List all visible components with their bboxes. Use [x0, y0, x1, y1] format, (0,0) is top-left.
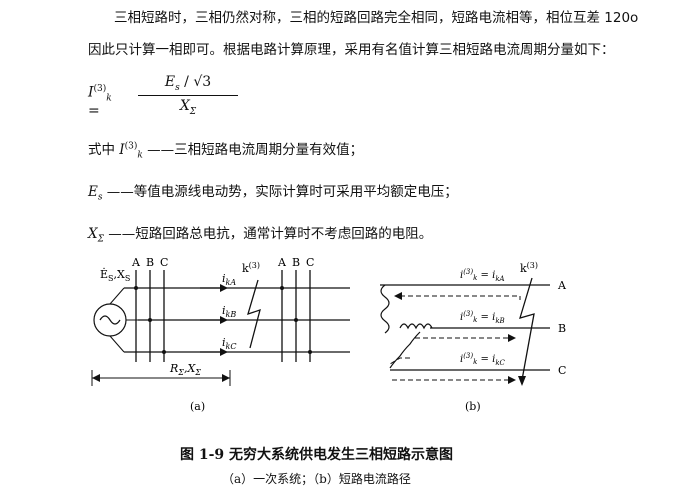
figure-caption-subtitle: （a）一次系统；（b）短路电流路径 [222, 472, 411, 486]
b-phase-b: B [558, 322, 566, 335]
paragraph-line-1: 三相短路时，三相仍然对称，三相的短路回路完全相同，短路电流相等，相位互差 120… [114, 10, 639, 26]
b-fault-label: k(3) [520, 261, 538, 275]
ac-wave-icon [99, 315, 121, 325]
subfigure-b-label: (b) [465, 400, 481, 413]
current-label-a: ikA [222, 272, 236, 287]
paragraph-line-2: 因此只计算一相即可。根据电路计算原理，采用有名值计算三相短路电流周期分量如下： [88, 42, 615, 58]
b-phase-a: A [557, 279, 567, 292]
right-phase-c: C [306, 256, 314, 269]
winding-b-icon [399, 323, 433, 330]
fault-label: k(3) [242, 261, 260, 275]
definition-3: XΣ ——短路回路总电抗，通常计算时不考虑回路的电阻。 [88, 226, 433, 245]
left-phase-c: C [160, 256, 168, 269]
current-label-b: ikB [222, 304, 236, 319]
b-fault-lightning-icon [519, 277, 535, 381]
left-phase-a: A [131, 256, 141, 269]
b-current-b: i(3)k = ikB [460, 310, 505, 325]
right-phase-a: A [277, 256, 287, 269]
impedance-label: RΣ,XΣ [169, 362, 201, 377]
current-label-c: ikC [222, 336, 237, 351]
formula-lhs: I(3)k = [88, 84, 112, 120]
left-phase-b: B [146, 256, 154, 269]
b-phase-c: C [558, 364, 566, 377]
source-emf-label: ĖS,XS [100, 267, 130, 283]
b-current-c: i(3)k = ikC [460, 352, 506, 367]
right-phase-b: B [292, 256, 300, 269]
b-current-a: i(3)k = ikA [460, 268, 505, 283]
definition-2: Es ——等值电源线电动势，实际计算时可采用平均额定电压； [88, 184, 458, 203]
winding-c-icon [389, 331, 421, 369]
fault-lightning-icon [247, 279, 261, 349]
figure-caption-title: 图 1-9 无穷大系统供电发生三相短路示意图 [180, 447, 454, 463]
winding-a-icon [380, 284, 390, 334]
figure-diagram: ĖS,XS A B C ikA ikB ikC k(3) A B C RΣ,XΣ… [91, 256, 567, 413]
formula-fraction: Es / √3 XΣ [138, 74, 238, 117]
subfigure-a-label: (a) [190, 400, 205, 413]
definition-1: 式中 I(3)k ——三相短路电流周期分量有效值； [88, 141, 364, 161]
